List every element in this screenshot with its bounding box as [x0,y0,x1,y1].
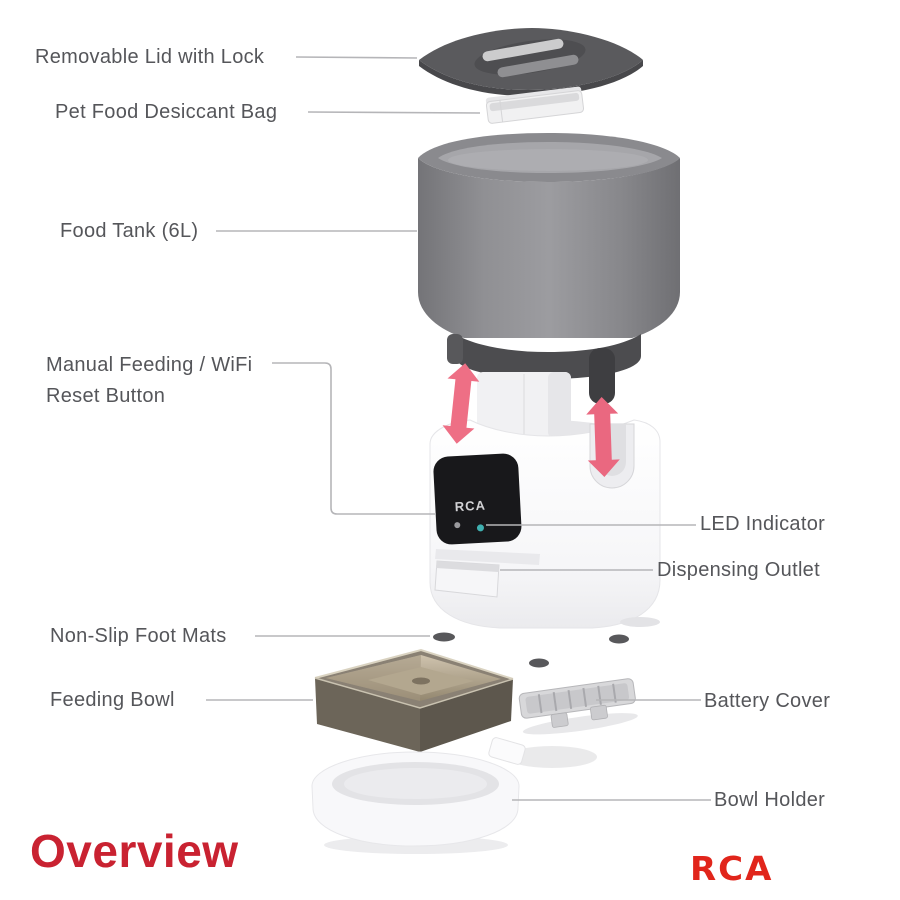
foot-mats [433,632,629,668]
label-battery-cover: Battery Cover [704,690,831,712]
bowl-holder [311,737,526,854]
label-food-tank: Food Tank (6L) [60,220,199,242]
tank-right-latch [589,348,615,404]
label-dispensing-outlet: Dispensing Outlet [657,559,820,581]
leader-desiccant-bag [307,111,481,114]
base-unit: RCA [429,372,661,629]
leader-lines [206,56,711,801]
label-led-indicator: LED Indicator [700,513,826,535]
label-desiccant-bag: Pet Food Desiccant Bag [55,101,278,123]
label-feeding-bowl: Feeding Bowl [50,689,175,711]
rca-logo: RCA [690,849,774,889]
desiccant-bag [485,86,585,124]
tank-left-latch [447,334,463,364]
arrow-right [586,397,620,477]
label-manual-feeding: Manual Feeding / WiFi Reset Button [46,350,252,412]
leader-manual-feeding [272,362,436,515]
manual-feed-button [454,522,461,529]
battery-cover [518,678,638,735]
arrow-left [442,363,480,444]
feeding-bowl [314,648,514,752]
page-title: Overview [30,825,239,877]
label-bowl-holder: Bowl Holder [714,789,826,811]
leader-removable-lid [295,56,418,59]
control-panel: RCA [433,453,522,545]
label-manual-feeding-line1: Manual Feeding / WiFi [46,354,253,376]
assembly-arrows [442,363,620,477]
removable-lid [419,28,643,96]
dispensing-outlet [434,549,540,598]
label-foot-mats: Non-Slip Foot Mats [50,625,227,647]
lid-lock-handle [474,38,586,78]
led-indicator-light [476,524,484,532]
label-removable-lid: Removable Lid with Lock [35,46,265,68]
auger-tower [477,372,571,438]
label-manual-feeding-line2: Reset Button [46,385,166,407]
food-tank [418,133,680,404]
panel-brand-text: RCA [454,498,486,515]
